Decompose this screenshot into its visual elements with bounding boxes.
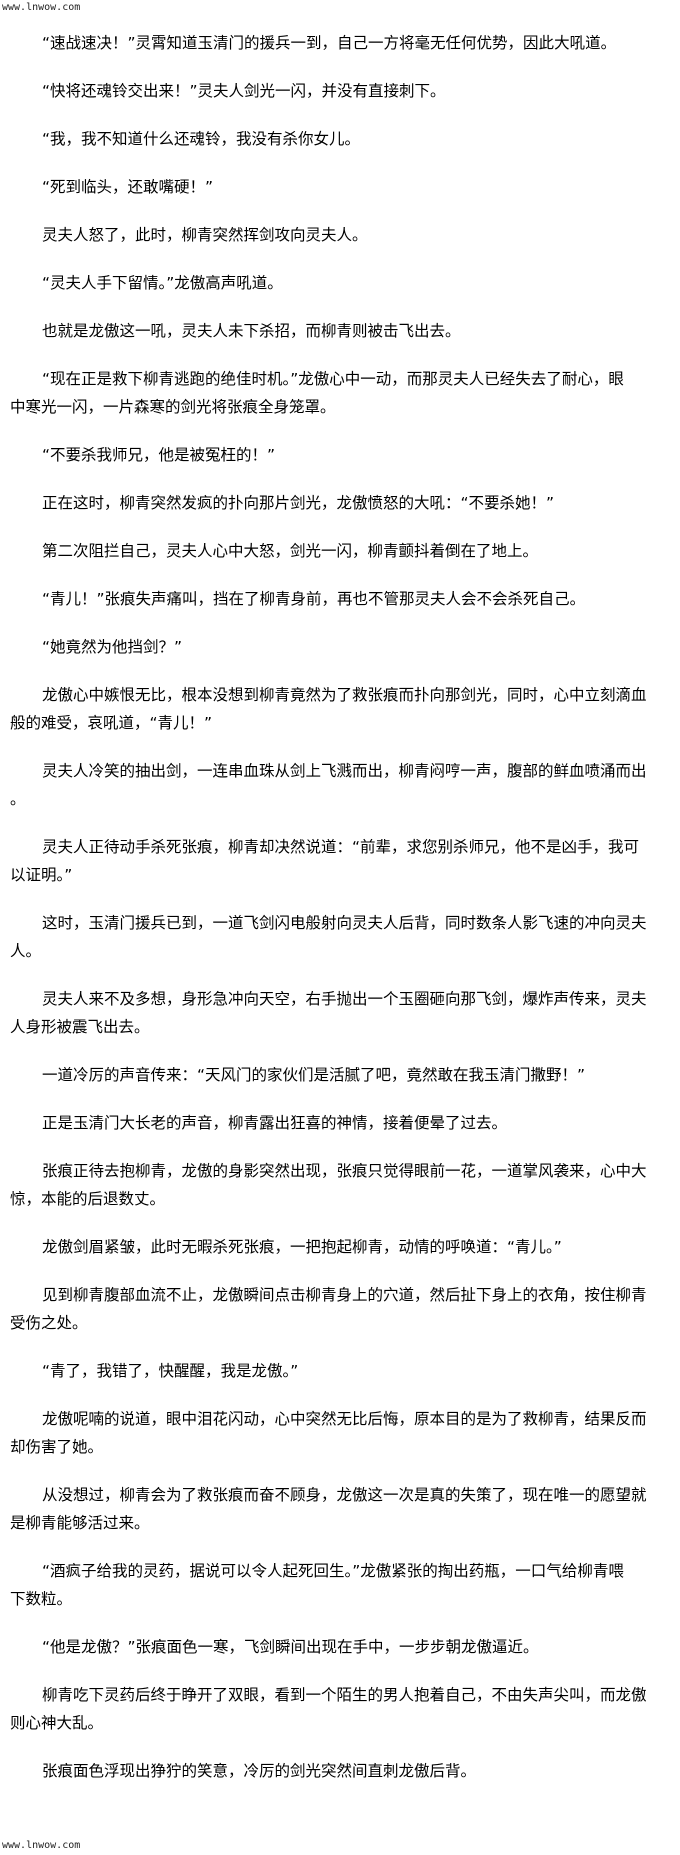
paragraph-line: “青了，我错了，快醒醒，我是龙傲。” [42, 1362, 299, 1380]
paragraph-line: “不要杀我师兄，他是被冤枉的！” [42, 446, 276, 464]
paragraph-line: 龙傲剑眉紧皱，此时无暇杀死张痕，一把抱起柳青，动情的呼唤道：“青儿。” [42, 1238, 562, 1256]
paragraph: “不要杀我师兄，他是被冤枉的！” [10, 441, 670, 469]
paragraph-line: 正在这时，柳青突然发疯的扑向那片剑光，龙傲愤怒的大吼：“不要杀她！” [42, 494, 555, 512]
paragraph-line: 惊，本能的后退数丈。 [10, 1190, 166, 1208]
paragraph: “酒疯子给我的灵药，据说可以令人起死回生。”龙傲紧张的掏出药瓶，一口气给柳青喂下… [10, 1557, 670, 1613]
paragraph: 张痕正待去抱柳青，龙傲的身影突然出现，张痕只觉得眼前一花，一道掌风袭来，心中大惊… [10, 1157, 670, 1213]
paragraph: 正是玉清门大长老的声音，柳青露出狂喜的神情，接着便晕了过去。 [10, 1109, 670, 1137]
paragraph-line: 张痕面色浮现出狰狞的笑意，冷厉的剑光突然间直刺龙傲后背。 [42, 1762, 477, 1780]
article-body: “速战速决！”灵霄知道玉清门的援兵一到，自己一方将毫无任何优势，因此大吼道。 “快… [10, 29, 670, 1805]
paragraph-line: “她竟然为他挡剑？” [42, 638, 183, 656]
paragraph: 灵夫人怒了，此时，柳青突然挥剑攻向灵夫人。 [10, 221, 670, 249]
paragraph-line: “速战速决！”灵霄知道玉清门的援兵一到，自己一方将毫无任何优势，因此大吼道。 [42, 34, 617, 52]
paragraph-line: 龙傲呢喃的说道，眼中泪花闪动，心中突然无比后悔，原本目的是为了救柳青，结果反而 [42, 1410, 647, 1428]
paragraph-line: 人身形被震飞出去。 [10, 1018, 150, 1036]
paragraph-line: 灵夫人正待动手杀死张痕，柳青却决然说道：“前辈，求您别杀师兄，他不是凶手，我可 [42, 838, 640, 856]
paragraph-line: 见到柳青腹部血流不止，龙傲瞬间点击柳青身上的穴道，然后扯下身上的衣角，按住柳青 [42, 1286, 647, 1304]
paragraph-line: 受伤之处。 [10, 1314, 88, 1332]
paragraph: “他是龙傲？”张痕面色一寒，飞剑瞬间出现在手中，一步步朝龙傲逼近。 [10, 1633, 670, 1661]
paragraph: 正在这时，柳青突然发疯的扑向那片剑光，龙傲愤怒的大吼：“不要杀她！” [10, 489, 670, 517]
paragraph-line: “酒疯子给我的灵药，据说可以令人起死回生。”龙傲紧张的掏出药瓶，一口气给柳青喂 [42, 1562, 624, 1580]
paragraph-line: 下数粒。 [10, 1590, 73, 1608]
paragraph-line: 却伤害了她。 [10, 1438, 104, 1456]
paragraph: 也就是龙傲这一吼，灵夫人未下杀招，而柳青则被击飞出去。 [10, 317, 670, 345]
site-watermark-bottom: www.lnwow.com [2, 1840, 81, 1851]
paragraph: 龙傲心中嫉恨无比，根本没想到柳青竟然为了救张痕而扑向那剑光，同时，心中立刻滴血般… [10, 681, 670, 737]
paragraph: “她竟然为他挡剑？” [10, 633, 670, 661]
paragraph: “青了，我错了，快醒醒，我是龙傲。” [10, 1357, 670, 1385]
paragraph-line: 龙傲心中嫉恨无比，根本没想到柳青竟然为了救张痕而扑向那剑光，同时，心中立刻滴血 [42, 686, 647, 704]
paragraph-line: 人。 [10, 942, 42, 960]
paragraph-line: 是柳青能够活过来。 [10, 1514, 150, 1532]
paragraph: 龙傲呢喃的说道，眼中泪花闪动，心中突然无比后悔，原本目的是为了救柳青，结果反而却… [10, 1405, 670, 1461]
paragraph-line: 则心神大乱。 [10, 1714, 104, 1732]
paragraph: 这时，玉清门援兵已到，一道飞剑闪电般射向灵夫人后背，同时数条人影飞速的冲向灵夫人… [10, 909, 670, 965]
paragraph: “速战速决！”灵霄知道玉清门的援兵一到，自己一方将毫无任何优势，因此大吼道。 [10, 29, 670, 57]
paragraph-line: 以证明。” [10, 866, 73, 884]
paragraph: 柳青吃下灵药后终于睁开了双眼，看到一个陌生的男人抱着自己，不由失声尖叫，而龙傲则… [10, 1681, 670, 1737]
paragraph-line: 张痕正待去抱柳青，龙傲的身影突然出现，张痕只觉得眼前一花，一道掌风袭来，心中大 [42, 1162, 647, 1180]
paragraph-line: “我，我不知道什么还魂铃，我没有杀你女儿。 [42, 130, 361, 148]
paragraph-line: “灵夫人手下留情。”龙傲高声吼道。 [42, 274, 283, 292]
site-watermark-top: www.lnwow.com [2, 2, 81, 13]
paragraph: 灵夫人来不及多想，身形急冲向天空，右手抛出一个玉圈砸向那飞剑，爆炸声传来，灵夫人… [10, 985, 670, 1041]
paragraph: 从没想过，柳青会为了救张痕而奋不顾身，龙傲这一次是真的失策了，现在唯一的愿望就是… [10, 1481, 670, 1537]
paragraph: “现在正是救下柳青逃跑的绝佳时机。”龙傲心中一动，而那灵夫人已经失去了耐心，眼中… [10, 365, 670, 421]
paragraph-line: 从没想过，柳青会为了救张痕而奋不顾身，龙傲这一次是真的失策了，现在唯一的愿望就 [42, 1486, 647, 1504]
paragraph: 龙傲剑眉紧皱，此时无暇杀死张痕，一把抱起柳青，动情的呼唤道：“青儿。” [10, 1233, 670, 1261]
paragraph-line: “青儿！”张痕失声痛叫，挡在了柳青身前，再也不管那灵夫人会不会杀死自己。 [42, 590, 586, 608]
paragraph-line: 也就是龙傲这一吼，灵夫人未下杀招，而柳青则被击飞出去。 [42, 322, 461, 340]
paragraph: 第二次阻拦自己，灵夫人心中大怒，剑光一闪，柳青颤抖着倒在了地上。 [10, 537, 670, 565]
paragraph: 张痕面色浮现出狰狞的笑意，冷厉的剑光突然间直刺龙傲后背。 [10, 1757, 670, 1785]
paragraph: “快将还魂铃交出来！”灵夫人剑光一闪，并没有直接刺下。 [10, 77, 670, 105]
paragraph-line: “快将还魂铃交出来！”灵夫人剑光一闪，并没有直接刺下。 [42, 82, 446, 100]
paragraph: 一道冷厉的声音传来：“天风门的家伙们是活腻了吧，竟然敢在我玉清门撒野！” [10, 1061, 670, 1089]
paragraph: 灵夫人正待动手杀死张痕，柳青却决然说道：“前辈，求您别杀师兄，他不是凶手，我可以… [10, 833, 670, 889]
paragraph: “青儿！”张痕失声痛叫，挡在了柳青身前，再也不管那灵夫人会不会杀死自己。 [10, 585, 670, 613]
paragraph-line: 。 [10, 790, 26, 808]
paragraph-line: “现在正是救下柳青逃跑的绝佳时机。”龙傲心中一动，而那灵夫人已经失去了耐心，眼 [42, 370, 624, 388]
paragraph-line: 柳青吃下灵药后终于睁开了双眼，看到一个陌生的男人抱着自己，不由失声尖叫，而龙傲 [42, 1686, 647, 1704]
paragraph-line: 灵夫人冷笑的抽出剑，一连串血珠从剑上飞溅而出，柳青闷哼一声，腹部的鲜血喷涌而出 [42, 762, 647, 780]
paragraph-line: 中寒光一闪，一片森寒的剑光将张痕全身笼罩。 [10, 398, 336, 416]
paragraph: 灵夫人冷笑的抽出剑，一连串血珠从剑上飞溅而出，柳青闷哼一声，腹部的鲜血喷涌而出。 [10, 757, 670, 813]
paragraph-line: “死到临头，还敢嘴硬！” [42, 178, 214, 196]
paragraph-line: 灵夫人怒了，此时，柳青突然挥剑攻向灵夫人。 [42, 226, 368, 244]
paragraph-line: “他是龙傲？”张痕面色一寒，飞剑瞬间出现在手中，一步步朝龙傲逼近。 [42, 1638, 539, 1656]
paragraph: “死到临头，还敢嘴硬！” [10, 173, 670, 201]
paragraph: 见到柳青腹部血流不止，龙傲瞬间点击柳青身上的穴道，然后扯下身上的衣角，按住柳青受… [10, 1281, 670, 1337]
paragraph: “我，我不知道什么还魂铃，我没有杀你女儿。 [10, 125, 670, 153]
paragraph: “灵夫人手下留情。”龙傲高声吼道。 [10, 269, 670, 297]
paragraph-line: 灵夫人来不及多想，身形急冲向天空，右手抛出一个玉圈砸向那飞剑，爆炸声传来，灵夫 [42, 990, 647, 1008]
paragraph-line: 般的难受，哀吼道，“青儿！” [10, 714, 213, 732]
paragraph-line: 这时，玉清门援兵已到，一道飞剑闪电般射向灵夫人后背，同时数条人影飞速的冲向灵夫 [42, 914, 647, 932]
paragraph-line: 一道冷厉的声音传来：“天风门的家伙们是活腻了吧，竟然敢在我玉清门撒野！” [42, 1066, 586, 1084]
paragraph-line: 第二次阻拦自己，灵夫人心中大怒，剑光一闪，柳青颤抖着倒在了地上。 [42, 542, 539, 560]
paragraph-line: 正是玉清门大长老的声音，柳青露出狂喜的神情，接着便晕了过去。 [42, 1114, 508, 1132]
